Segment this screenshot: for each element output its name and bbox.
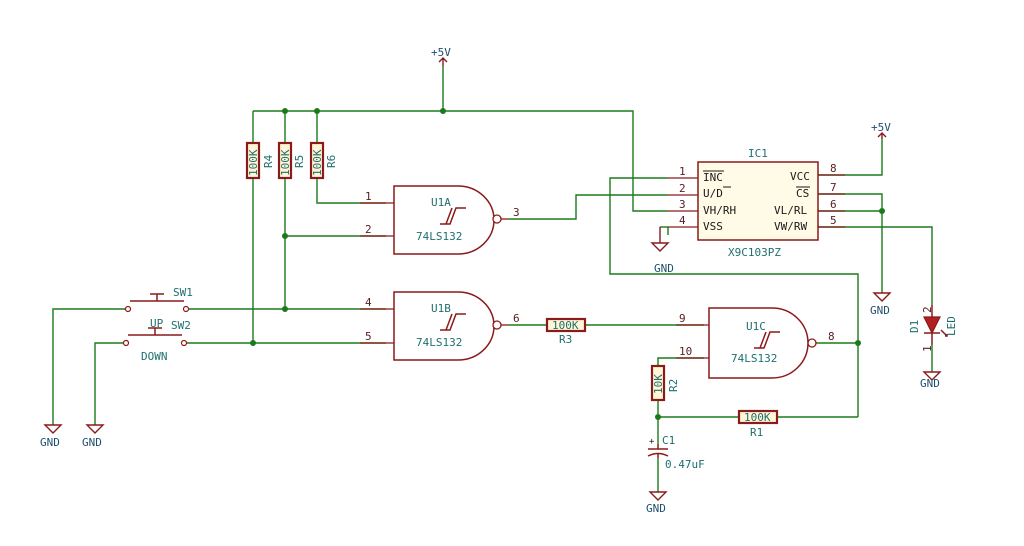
vcc-symbol-ic1: +5V [871, 121, 891, 139]
resistor-r3: 100K R3 [545, 317, 587, 346]
r2-value: 10K [652, 374, 665, 394]
gnd-label-ic1-right: GND [870, 304, 890, 317]
gnd-label-led: GND [920, 377, 940, 390]
d1-pin1: 1 [921, 345, 934, 352]
vcc-label-ic1: +5V [871, 121, 891, 134]
ic1-pin1-num: 1 [679, 165, 686, 178]
d1-value: LED [945, 316, 958, 336]
gnd-label-sw1: GND [40, 436, 60, 449]
wires [52, 66, 933, 492]
gnd-label-vss: GND [654, 262, 674, 275]
gnd-symbol-ic1-vss: GND [650, 226, 674, 275]
gnd-symbol-sw1: GND [40, 424, 63, 449]
switch-sw2: SW2 DOWN [122, 319, 191, 363]
gate-u1a: 1 2 3 U1A 74LS132 [360, 185, 520, 255]
r4-ref: R4 [262, 154, 275, 168]
capacitor-c1: + C1 0.47uF [647, 434, 705, 471]
ic1-pin4-name: VSS [703, 220, 723, 233]
ic1-pin3-name: VH/RH [703, 204, 736, 217]
ic1-pin8-name: VCC [790, 170, 810, 183]
c1-ref: C1 [662, 434, 675, 447]
u1a-pin1: 1 [365, 190, 372, 203]
ic1-x9c103pz: IC1 X9C103PZ 1 2 3 4 INC U/D VH/RH VSS 8… [668, 147, 845, 259]
u1c-pin8: 8 [828, 330, 835, 343]
ic1-pin5-name: VW/RW [774, 220, 807, 233]
d1-pin2: 2 [921, 306, 934, 313]
u1c-pin9: 9 [679, 312, 686, 325]
junctions [250, 108, 885, 420]
gnd-label-c1: GND [646, 502, 666, 515]
u1a-pin3: 3 [513, 206, 520, 219]
sw1-ref: SW1 [173, 286, 193, 299]
r5-ref: R5 [293, 155, 306, 168]
u1b-ref: U1B [431, 302, 451, 315]
switch-sw1: SW1 UP [124, 286, 193, 330]
u1c-ref: U1C [746, 320, 766, 333]
u1a-part: 74LS132 [416, 230, 462, 243]
gnd-label-sw2: GND [82, 436, 102, 449]
c1-value: 0.47uF [665, 458, 705, 471]
u1b-pin5: 5 [365, 330, 372, 343]
sw1-label: UP [150, 317, 164, 330]
u1c-pin10: 10 [679, 345, 692, 358]
ic1-pin3-num: 3 [679, 198, 686, 211]
ic1-part: X9C103PZ [728, 246, 781, 259]
resistor-r6: 100K R6 [309, 141, 338, 180]
vcc-symbol-top: +5V [431, 46, 451, 66]
led-d1: 2 1 D1 LED [908, 305, 958, 352]
gate-u1c: 9 10 8 U1C 74LS132 [676, 307, 835, 379]
r6-value: 100K [311, 149, 324, 176]
resistor-r2: 10K R2 [650, 364, 680, 402]
ic1-pin6-name: VL/RL [774, 204, 807, 217]
resistor-r4: 100K R4 [245, 141, 275, 180]
u1a-pin2: 2 [365, 223, 372, 236]
u1c-part: 74LS132 [731, 352, 777, 365]
ic1-pin5-num: 5 [830, 214, 837, 227]
svg-text:+: + [649, 437, 655, 447]
ic1-ref: IC1 [748, 147, 768, 160]
ic1-pin1-name: INC [703, 171, 723, 184]
gnd-symbol-sw2: GND [82, 424, 105, 449]
r6-ref: R6 [325, 155, 338, 168]
ic1-pin7-name: CS [796, 187, 809, 200]
ic1-pin4-num: 4 [679, 214, 686, 227]
sw2-label: DOWN [141, 350, 168, 363]
r2-ref: R2 [667, 379, 680, 392]
ic1-pin2-num: 2 [679, 182, 686, 195]
r1-value: 100K [744, 411, 771, 424]
gnd-symbol-c1: GND [646, 491, 668, 515]
ic1-pin2-name: U/D [703, 187, 723, 200]
gnd-symbol-ic1-right: GND [870, 292, 892, 317]
ic1-pin6-num: 6 [830, 198, 837, 211]
r3-ref: R3 [559, 333, 572, 346]
u1b-pin4: 4 [365, 296, 372, 309]
d1-ref: D1 [908, 320, 921, 333]
vcc-label-top: +5V [431, 46, 451, 59]
gnd-symbol-led: GND [920, 371, 942, 390]
u1b-pin6: 6 [513, 312, 520, 325]
ic1-pin8-num: 8 [830, 162, 837, 175]
r5-value: 100K [279, 149, 292, 176]
sw2-ref: SW2 [171, 319, 191, 332]
u1a-ref: U1A [431, 196, 451, 209]
r4-value: 100K [247, 149, 260, 176]
ic1-pin7-num: 7 [830, 181, 837, 194]
u1b-part: 74LS132 [416, 336, 462, 349]
gate-u1b: 4 5 6 U1B 74LS132 [360, 291, 520, 361]
resistor-r1: 100K R1 [737, 409, 779, 439]
resistor-r5: 100K R5 [277, 141, 306, 180]
r1-ref: R1 [750, 426, 763, 439]
r3-value: 100K [552, 319, 579, 332]
